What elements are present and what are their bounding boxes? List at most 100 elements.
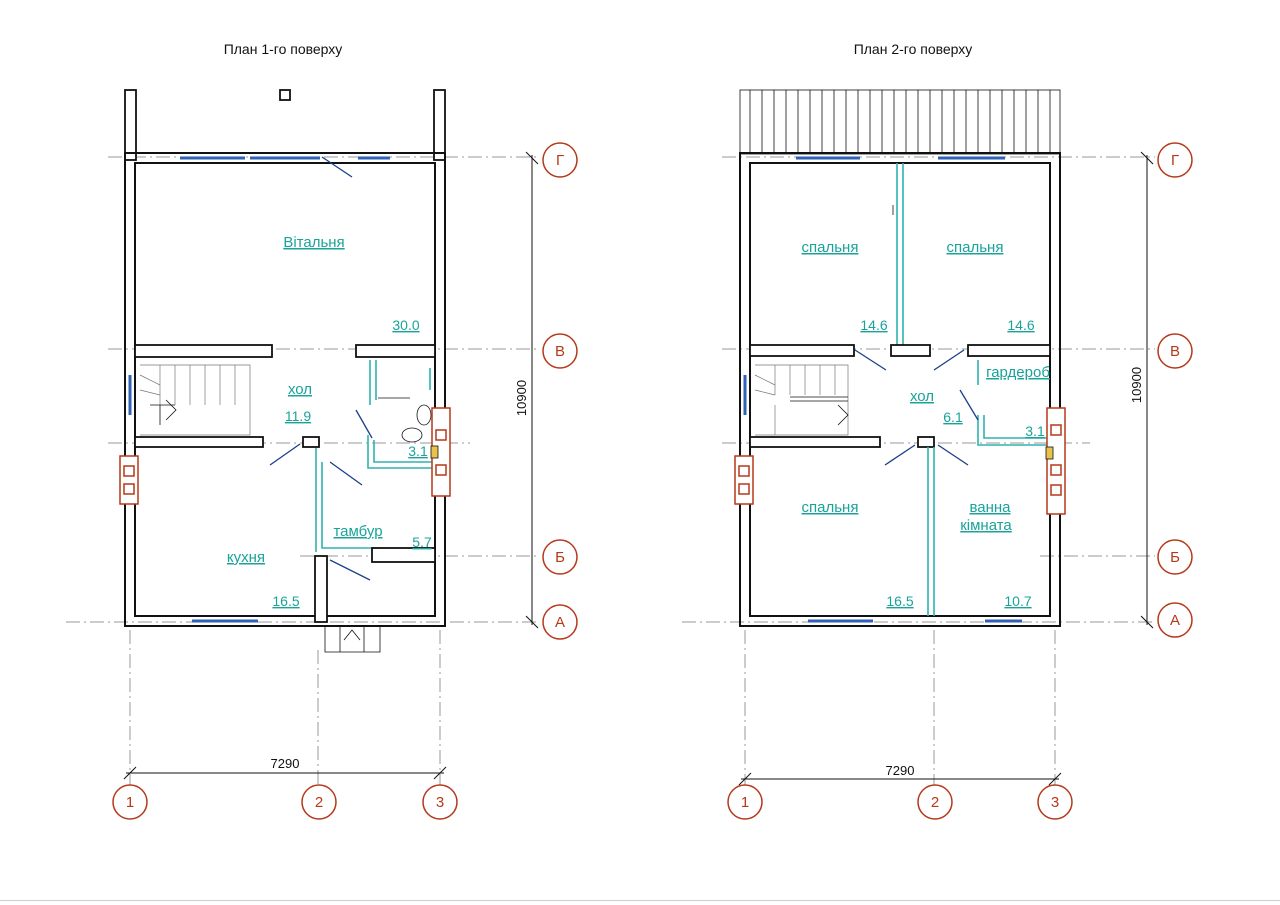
vent: [123, 465, 135, 477]
partition: [373, 440, 435, 463]
door-swing: [269, 443, 301, 466]
dim-tick: [525, 615, 539, 629]
room-wardrobe-name: гардероб: [986, 364, 1050, 381]
floor2-title: План 2-го поверху: [854, 41, 973, 57]
wall-living-hall-left: [134, 344, 273, 358]
room-bedroom-ne-area: 14.6: [1007, 317, 1034, 333]
vent: [435, 464, 447, 476]
door-swing: [321, 156, 353, 178]
partition: [983, 415, 1048, 439]
dim-height-label: 10900: [1129, 367, 1144, 403]
axis-bubble-G: Г: [1157, 142, 1193, 178]
porch-steps: [324, 626, 381, 653]
vent: [435, 429, 447, 441]
axis-bubble-2: 2: [301, 784, 337, 820]
axis-bubble-3: 3: [422, 784, 458, 820]
door-swing: [355, 409, 373, 439]
room-living-area: 30.0: [392, 317, 419, 333]
wall-hall-south-left: [749, 436, 881, 448]
room-vestibule-name: тамбур: [333, 523, 382, 540]
dim-tick: [1140, 151, 1154, 165]
vent: [1050, 424, 1062, 436]
room-wc-area: 3.1: [1025, 423, 1045, 439]
room-bedroom-nw-area: 14.6: [860, 317, 887, 333]
dim-width-label: 7290: [271, 756, 300, 771]
door-swing: [329, 559, 371, 581]
wall-living-hall-right: [355, 344, 436, 358]
wall-pillar: [302, 436, 320, 448]
toilet-icon: [416, 404, 432, 426]
dim-tick: [1048, 772, 1062, 786]
room-kitchen-name: кухня: [227, 549, 265, 566]
axis-bubble-1: 1: [727, 784, 763, 820]
vent: [738, 483, 750, 495]
svg-text:А: А: [1170, 612, 1180, 629]
room-living-name: Вітальня: [283, 234, 344, 251]
wall-vestibule-south: [371, 547, 436, 563]
dim-tick: [123, 766, 137, 780]
door-swing: [937, 444, 969, 466]
svg-text:В: В: [555, 343, 565, 360]
svg-text:3: 3: [436, 794, 444, 811]
terrace-post-left: [124, 89, 137, 161]
room-kitchen-area: 16.5: [272, 593, 299, 609]
room-bedroom-sw-area: 16.5: [886, 593, 913, 609]
axis-bubble-2: 2: [917, 784, 953, 820]
boiler-icon: [1045, 446, 1054, 460]
svg-text:Г: Г: [1171, 152, 1179, 169]
dim-tick: [1140, 615, 1154, 629]
floor2-outer-wall: [739, 152, 1061, 627]
room-hall-area: 11.9: [285, 408, 311, 424]
svg-text:3: 3: [1051, 794, 1059, 811]
svg-text:2: 2: [315, 794, 323, 811]
page-bottom-rule: [0, 900, 1280, 901]
wall-bedrooms-hall-left: [749, 344, 855, 357]
svg-text:Б: Б: [1170, 549, 1180, 566]
entrance-arrow-icon: [343, 629, 361, 641]
roof-hatch: [739, 89, 1061, 155]
wall-bedrooms-hall-mid: [890, 344, 931, 357]
wall-pillar: [917, 436, 935, 448]
dim-tick: [433, 766, 447, 780]
axis-bubble-V: В: [542, 333, 578, 369]
axis-bubble-B: Б: [542, 539, 578, 575]
boiler-icon: [430, 445, 439, 459]
partition: [367, 435, 435, 469]
room-bedroom-ne-name: спальня: [947, 239, 1004, 256]
room-bedroom-nw-name: спальня: [802, 239, 859, 256]
axis-bubble-V: В: [1157, 333, 1193, 369]
chimney-west: [734, 455, 754, 505]
room-bathroom-area: 10.7: [1004, 593, 1031, 609]
svg-text:Г: Г: [556, 152, 564, 169]
room-hall-name: хол: [910, 388, 934, 405]
vent: [123, 483, 135, 495]
svg-text:А: А: [555, 614, 565, 631]
dim-tick: [525, 151, 539, 165]
wall-hall-kitchen: [134, 436, 264, 448]
chimney-east: [1046, 407, 1066, 515]
sink-icon: [401, 427, 423, 443]
floor2-plan: План 2-го поверху: [682, 41, 1193, 820]
axis-bubble-1: 1: [112, 784, 148, 820]
partition: [977, 415, 1048, 446]
svg-text:1: 1: [741, 794, 749, 811]
chimney-west: [119, 455, 139, 505]
axis-bubble-A: А: [542, 604, 578, 640]
axis-bubble-A: А: [1157, 602, 1193, 638]
floor1-title: План 1-го поверху: [224, 41, 343, 57]
terrace-pillar: [279, 89, 291, 101]
staircase-floor1: [139, 364, 251, 436]
dim-width-label: 7290: [886, 763, 915, 778]
door-swing: [854, 349, 887, 371]
room-vestibule-area: 5.7: [412, 534, 432, 550]
terrace-post-right: [433, 89, 446, 161]
dim-tick: [738, 772, 752, 786]
axis-bubble-3: 3: [1037, 784, 1073, 820]
svg-text:1: 1: [126, 794, 134, 811]
floor2-inner-wall: [749, 162, 1051, 617]
door-swing: [933, 349, 965, 371]
partition: [321, 462, 378, 549]
room-bathroom-name-line2: кімната: [960, 517, 1012, 534]
room-bedroom-sw-name: спальня: [802, 499, 859, 516]
